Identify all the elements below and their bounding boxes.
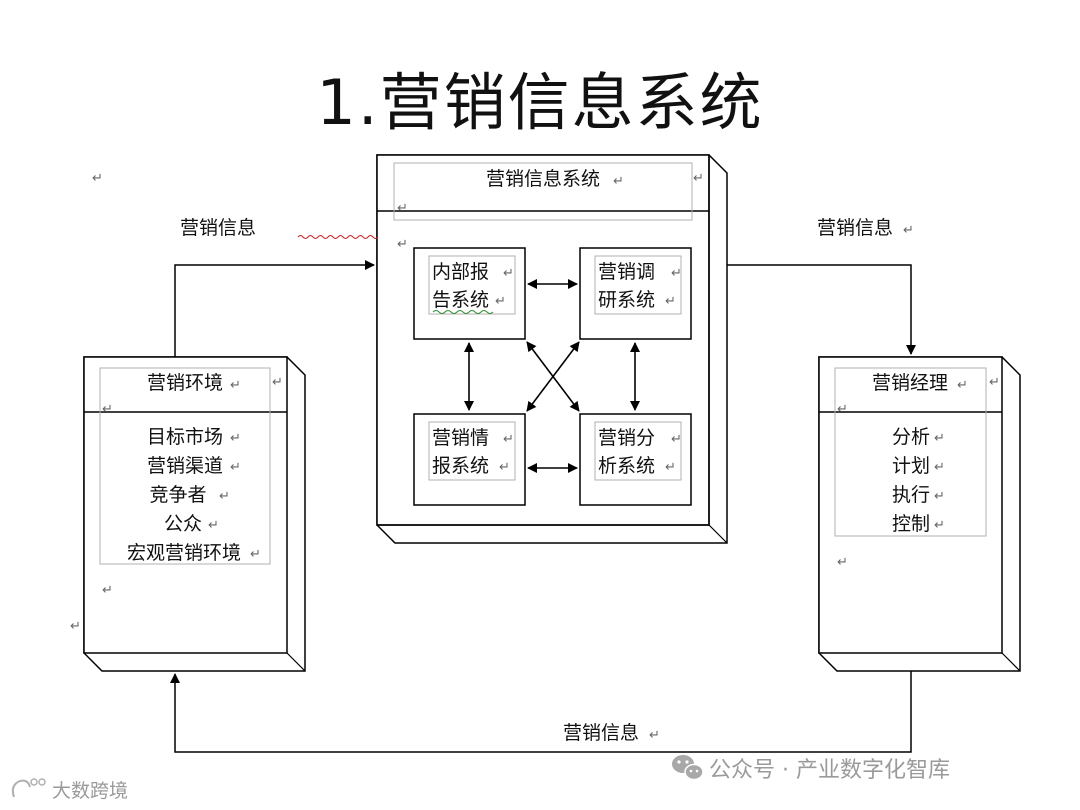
brand-logo-icon [11, 778, 46, 798]
left-box: 营销环境 ↵ ↵ ↵ 目标市场 营销渠道 竞争者 公众 宏观营销环境 ↵ ↵ ↵… [83, 356, 306, 672]
subsystem-label-line1: 内部报 [432, 261, 489, 283]
manager-task: 分析 [892, 426, 930, 448]
paragraph-mark: ↵ [903, 223, 914, 238]
paragraph-mark: ↵ [934, 518, 945, 533]
right-box-textframe [834, 367, 987, 537]
slide-title: 1.营销信息系统 [316, 66, 764, 139]
corner-watermark: 大数跨境 [11, 778, 128, 802]
manager-task: 执行 [892, 484, 930, 506]
left-box-frame [83, 356, 288, 654]
center-box-header: 营销信息系统 [486, 168, 600, 190]
flow-label-manager-to-env: 营销信息 [563, 722, 639, 744]
corner-brand-text: 大数跨境 [52, 780, 128, 802]
subsystem-label-line2: 报系统 [432, 455, 489, 477]
paragraph-mark: ↵ [495, 294, 506, 309]
right-box-frame [818, 356, 1003, 654]
environment-item: 竞争者 [149, 484, 206, 506]
wechat-account-name: 公众号 · 产业数字化智库 [709, 758, 950, 783]
paragraph-mark: ↵ [934, 460, 945, 475]
left-box-header: 营销环境 [147, 372, 223, 394]
subsystem-marketing-analysis: 营销分 析系统 ↵ ↵ [579, 413, 692, 506]
wechat-watermark: 公众号 · 产业数字化智库 [672, 755, 950, 783]
paragraph-mark: ↵ [934, 431, 945, 446]
spellcheck-underline [432, 310, 494, 314]
paragraph-mark: ↵ [665, 460, 676, 475]
paragraph-mark: ↵ [989, 375, 1000, 390]
environment-item: 公众 [164, 513, 202, 535]
manager-task: 计划 [892, 455, 930, 477]
paragraph-mark: ↵ [665, 294, 676, 309]
paragraph-mark: ↵ [503, 432, 514, 447]
paragraph-mark: ↵ [397, 237, 408, 252]
subsystem-marketing-research: 营销调 研系统 ↵ ↵ [579, 247, 692, 340]
paragraph-mark: ↵ [503, 266, 514, 281]
paragraph-mark: ↵ [230, 378, 241, 393]
paragraph-mark: ↵ [397, 201, 408, 216]
paragraph-mark: ↵ [693, 171, 704, 186]
paragraph-mark: ↵ [230, 460, 241, 475]
arrow-manager-to-env [170, 671, 912, 753]
paragraph-mark: ↵ [219, 489, 230, 504]
subsystem-label-line2: 析系统 [598, 455, 655, 477]
paragraph-mark: ↵ [671, 266, 682, 281]
subsystem-label-line2: 告系统 [432, 289, 489, 311]
paragraph-mark: ↵ [613, 174, 624, 189]
right-box: 营销经理 ↵ ↵ ↵ 分析 计划 执行 控制 ↵ ↵ ↵ ↵ ↵ [818, 356, 1021, 672]
manager-task: 控制 [892, 513, 930, 535]
paragraph-mark: ↵ [92, 171, 103, 186]
environment-item: 宏观营销环境 [127, 542, 241, 564]
arrow-env-to-system [174, 260, 375, 357]
paragraph-mark: ↵ [837, 555, 848, 570]
flow-label-system-to-manager: 营销信息 [817, 217, 893, 239]
double-arrow-diagonal-2 [526, 341, 580, 412]
subsystem-label-line2: 研系统 [598, 289, 655, 311]
right-box-header: 营销经理 [872, 372, 948, 394]
subsystem-label-line1: 营销调 [598, 261, 655, 283]
left-box-textframe [99, 367, 271, 565]
subsystem-label-line1: 营销分 [598, 427, 655, 449]
paragraph-mark: ↵ [499, 460, 510, 475]
environment-item: 营销渠道 [147, 455, 223, 477]
paragraph-mark: ↵ [649, 728, 660, 743]
paragraph-mark: ↵ [837, 402, 848, 417]
wechat-icon [672, 755, 704, 781]
paragraph-mark: ↵ [957, 378, 968, 393]
paragraph-mark: ↵ [250, 547, 261, 562]
paragraph-mark: ↵ [208, 518, 219, 533]
subsystem-marketing-intelligence: 营销情 报系统 ↵ ↵ [413, 413, 526, 506]
flow-label-env-to-system: 营销信息 [180, 217, 256, 239]
center-header-textframe [393, 162, 693, 221]
paragraph-mark: ↵ [102, 402, 113, 417]
environment-item: 目标市场 [147, 426, 223, 448]
paragraph-mark: ↵ [230, 431, 241, 446]
arrow-system-to-manager [727, 264, 916, 355]
paragraph-mark: ↵ [70, 619, 81, 634]
spellcheck-underline [297, 235, 379, 239]
paragraph-mark: ↵ [671, 432, 682, 447]
subsystem-internal-reporting: 内部报 告系统 ↵ ↵ [413, 247, 526, 340]
subsystem-label-line1: 营销情 [432, 427, 489, 449]
center-box: 营销信息系统 ↵ ↵ ↵ ↵ 内部报 告系统 ↵ ↵ 营销调 研系统 ↵ ↵ 营 [376, 154, 728, 544]
paragraph-mark: ↵ [272, 375, 283, 390]
paragraph-mark: ↵ [102, 583, 113, 598]
paragraph-mark: ↵ [934, 489, 945, 504]
